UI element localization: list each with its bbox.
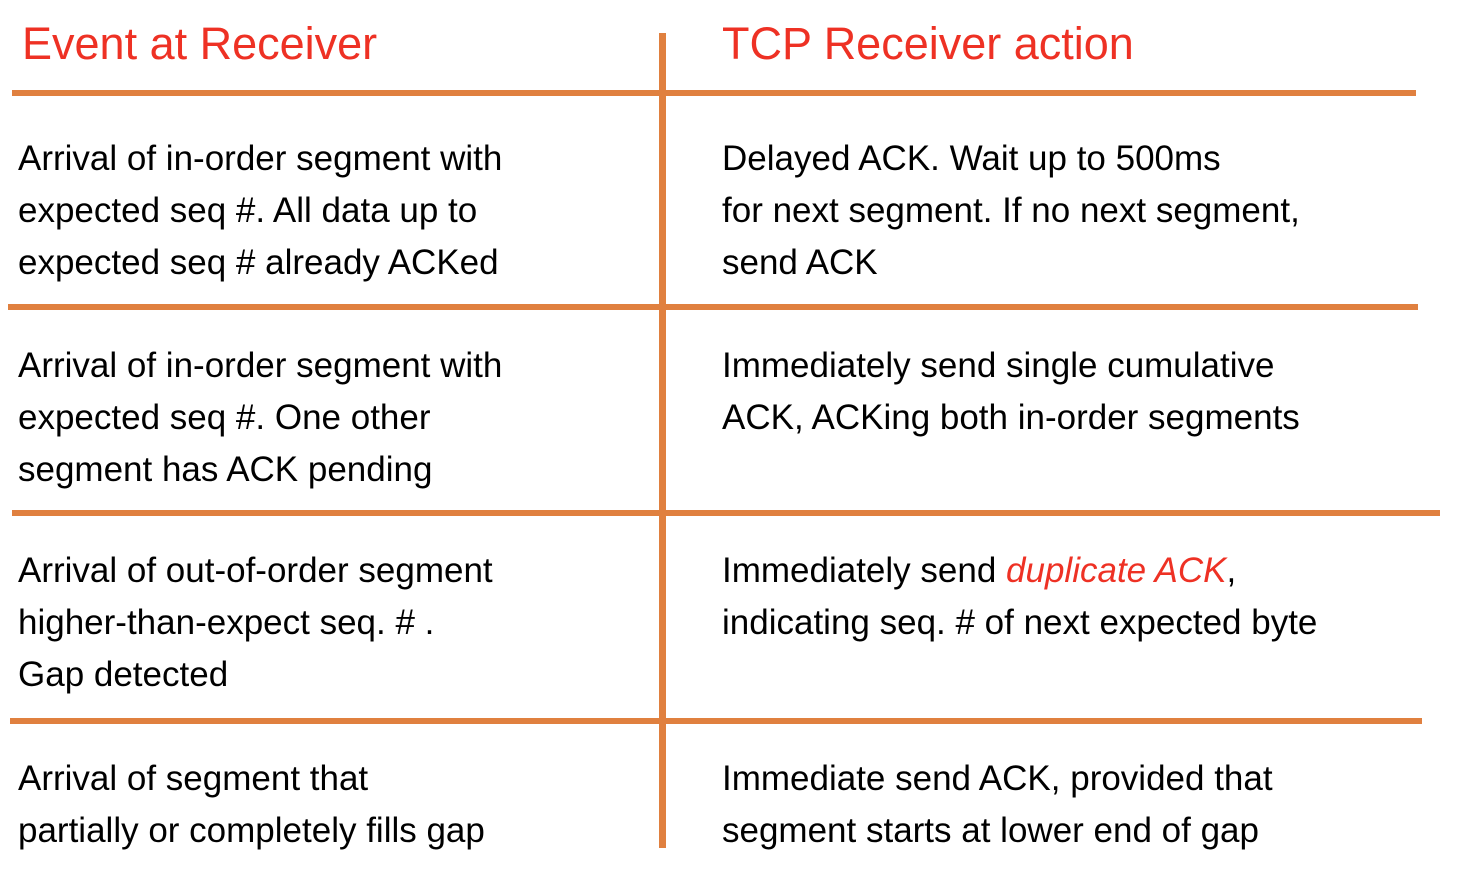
column-divider [659, 33, 666, 848]
cell-text-line: segment starts at lower end of gap [722, 811, 1259, 850]
cell-text-line: partially or completely fills gap [18, 811, 485, 850]
row-separator-rule-2 [12, 510, 1440, 516]
row-separator-rule-1 [8, 304, 1418, 310]
cell-text-line: Delayed ACK. Wait up to 500ms [722, 139, 1221, 178]
table-row: Immediately send single cumulative ACK, … [722, 340, 1448, 444]
cell-text-line: Arrival of in-order segment with [18, 139, 503, 178]
table-row: Arrival of in-order segment with expecte… [18, 340, 648, 496]
cell-text-line: ACK, ACKing both in-order segments [722, 398, 1300, 437]
table-row: Arrival of segment that partially or com… [18, 753, 648, 857]
cell-text-line: expected seq #. One other [18, 398, 431, 437]
text-run: indicating seq. # of next expected byte [722, 603, 1318, 642]
header-separator-rule [12, 90, 1416, 96]
table-row: Arrival of out-of-order segment higher-t… [18, 545, 648, 701]
row-separator-rule-3 [10, 718, 1422, 724]
cell-text-line: higher-than-expect seq. # . [18, 603, 435, 642]
cell-text-line: Immediately send single cumulative [722, 346, 1275, 385]
column-header-event-at-receiver: Event at Receiver [22, 18, 378, 69]
cell-text-line: Arrival of out-of-order segment [18, 551, 493, 590]
table-row: Immediately send duplicate ACK, indicati… [722, 545, 1448, 649]
cell-text-line: expected seq #. All data up to [18, 191, 478, 230]
table-row: Delayed ACK. Wait up to 500ms for next s… [722, 133, 1448, 289]
cell-text-line: segment has ACK pending [18, 450, 433, 489]
cell-text-line: Gap detected [18, 655, 229, 694]
emphasised-term: duplicate ACK [1006, 551, 1227, 590]
cell-text-line: expected seq # already ACKed [18, 243, 499, 282]
cell-text-line: Arrival of segment that [18, 759, 369, 798]
cell-text-line: Arrival of in-order segment with [18, 346, 503, 385]
cell-text-line: Immediate send ACK, provided that [722, 759, 1273, 798]
cell-text-line: send ACK [722, 243, 878, 282]
text-run: Immediately send [722, 551, 1007, 590]
table-row: Immediate send ACK, provided that segmen… [722, 753, 1448, 857]
cell-text-line: for next segment. If no next segment, [722, 191, 1300, 230]
table-row: Arrival of in-order segment with expecte… [18, 133, 648, 289]
text-run: , [1226, 551, 1237, 590]
cell-text-line-rich: Immediately send duplicate ACK, [722, 545, 1448, 597]
column-header-tcp-receiver-action: TCP Receiver action [722, 18, 1134, 69]
cell-text-line-rich: indicating seq. # of next expected byte [722, 597, 1448, 649]
